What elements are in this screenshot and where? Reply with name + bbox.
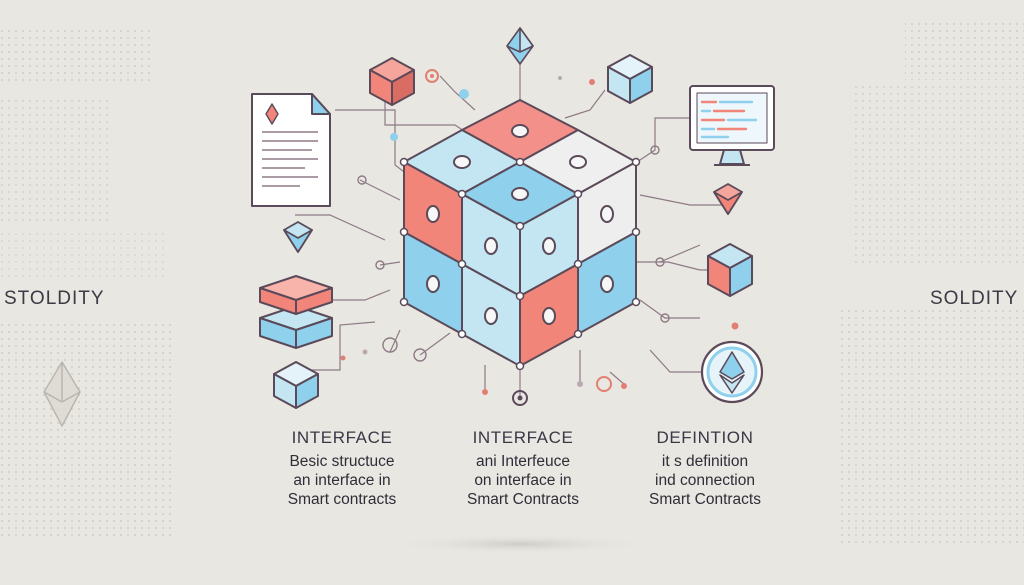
cube-icon bbox=[369, 57, 415, 106]
caption-line: Besic structuce bbox=[289, 453, 395, 470]
dot-pattern-left bbox=[0, 25, 175, 540]
ethereum-icon bbox=[43, 361, 81, 427]
cube-icon bbox=[713, 183, 743, 215]
cube-icon bbox=[707, 243, 753, 297]
cube-icon bbox=[283, 221, 313, 253]
caption-line: it s definition bbox=[661, 453, 749, 470]
cube-joints bbox=[399, 157, 641, 371]
dot-pattern-right bbox=[840, 20, 1024, 545]
caption-heading: INTERFACE bbox=[472, 428, 574, 447]
caption-heading: DEFINTION bbox=[656, 428, 754, 447]
cube-icon bbox=[273, 361, 319, 409]
main-cube bbox=[403, 99, 637, 367]
caption-column-2: INTERFACE ani Interfeuce on interface in… bbox=[438, 428, 608, 509]
caption-column-3: DEFINTION it s definition ind connection… bbox=[630, 428, 780, 509]
caption-line: ani Interfeuce bbox=[476, 453, 570, 470]
caption-line: on interface in bbox=[474, 472, 572, 489]
side-label-right: SOLDITY bbox=[930, 288, 1019, 309]
ethereum-coin-icon bbox=[700, 340, 764, 404]
caption-line: ind connection bbox=[655, 472, 755, 489]
monitor-icon bbox=[689, 85, 775, 166]
cube-icon bbox=[607, 54, 653, 104]
side-label-left: STOLDITY bbox=[4, 288, 105, 309]
ethereum-icon bbox=[506, 27, 534, 65]
caption-line: an interface in bbox=[293, 472, 391, 489]
decorative-dots bbox=[340, 69, 739, 406]
caption-line: Smart contracts bbox=[287, 491, 397, 508]
caption-heading: INTERFACE bbox=[291, 428, 393, 447]
server-stack-icon bbox=[259, 275, 333, 349]
caption-line: Smart Contracts bbox=[649, 491, 761, 508]
document-icon bbox=[251, 93, 331, 207]
caption-line: Smart Contracts bbox=[467, 491, 579, 508]
caption-column-1: INTERFACE Besic structuce an interface i… bbox=[258, 428, 426, 509]
ground-shadow bbox=[390, 534, 650, 554]
cube-sockets bbox=[426, 124, 614, 325]
